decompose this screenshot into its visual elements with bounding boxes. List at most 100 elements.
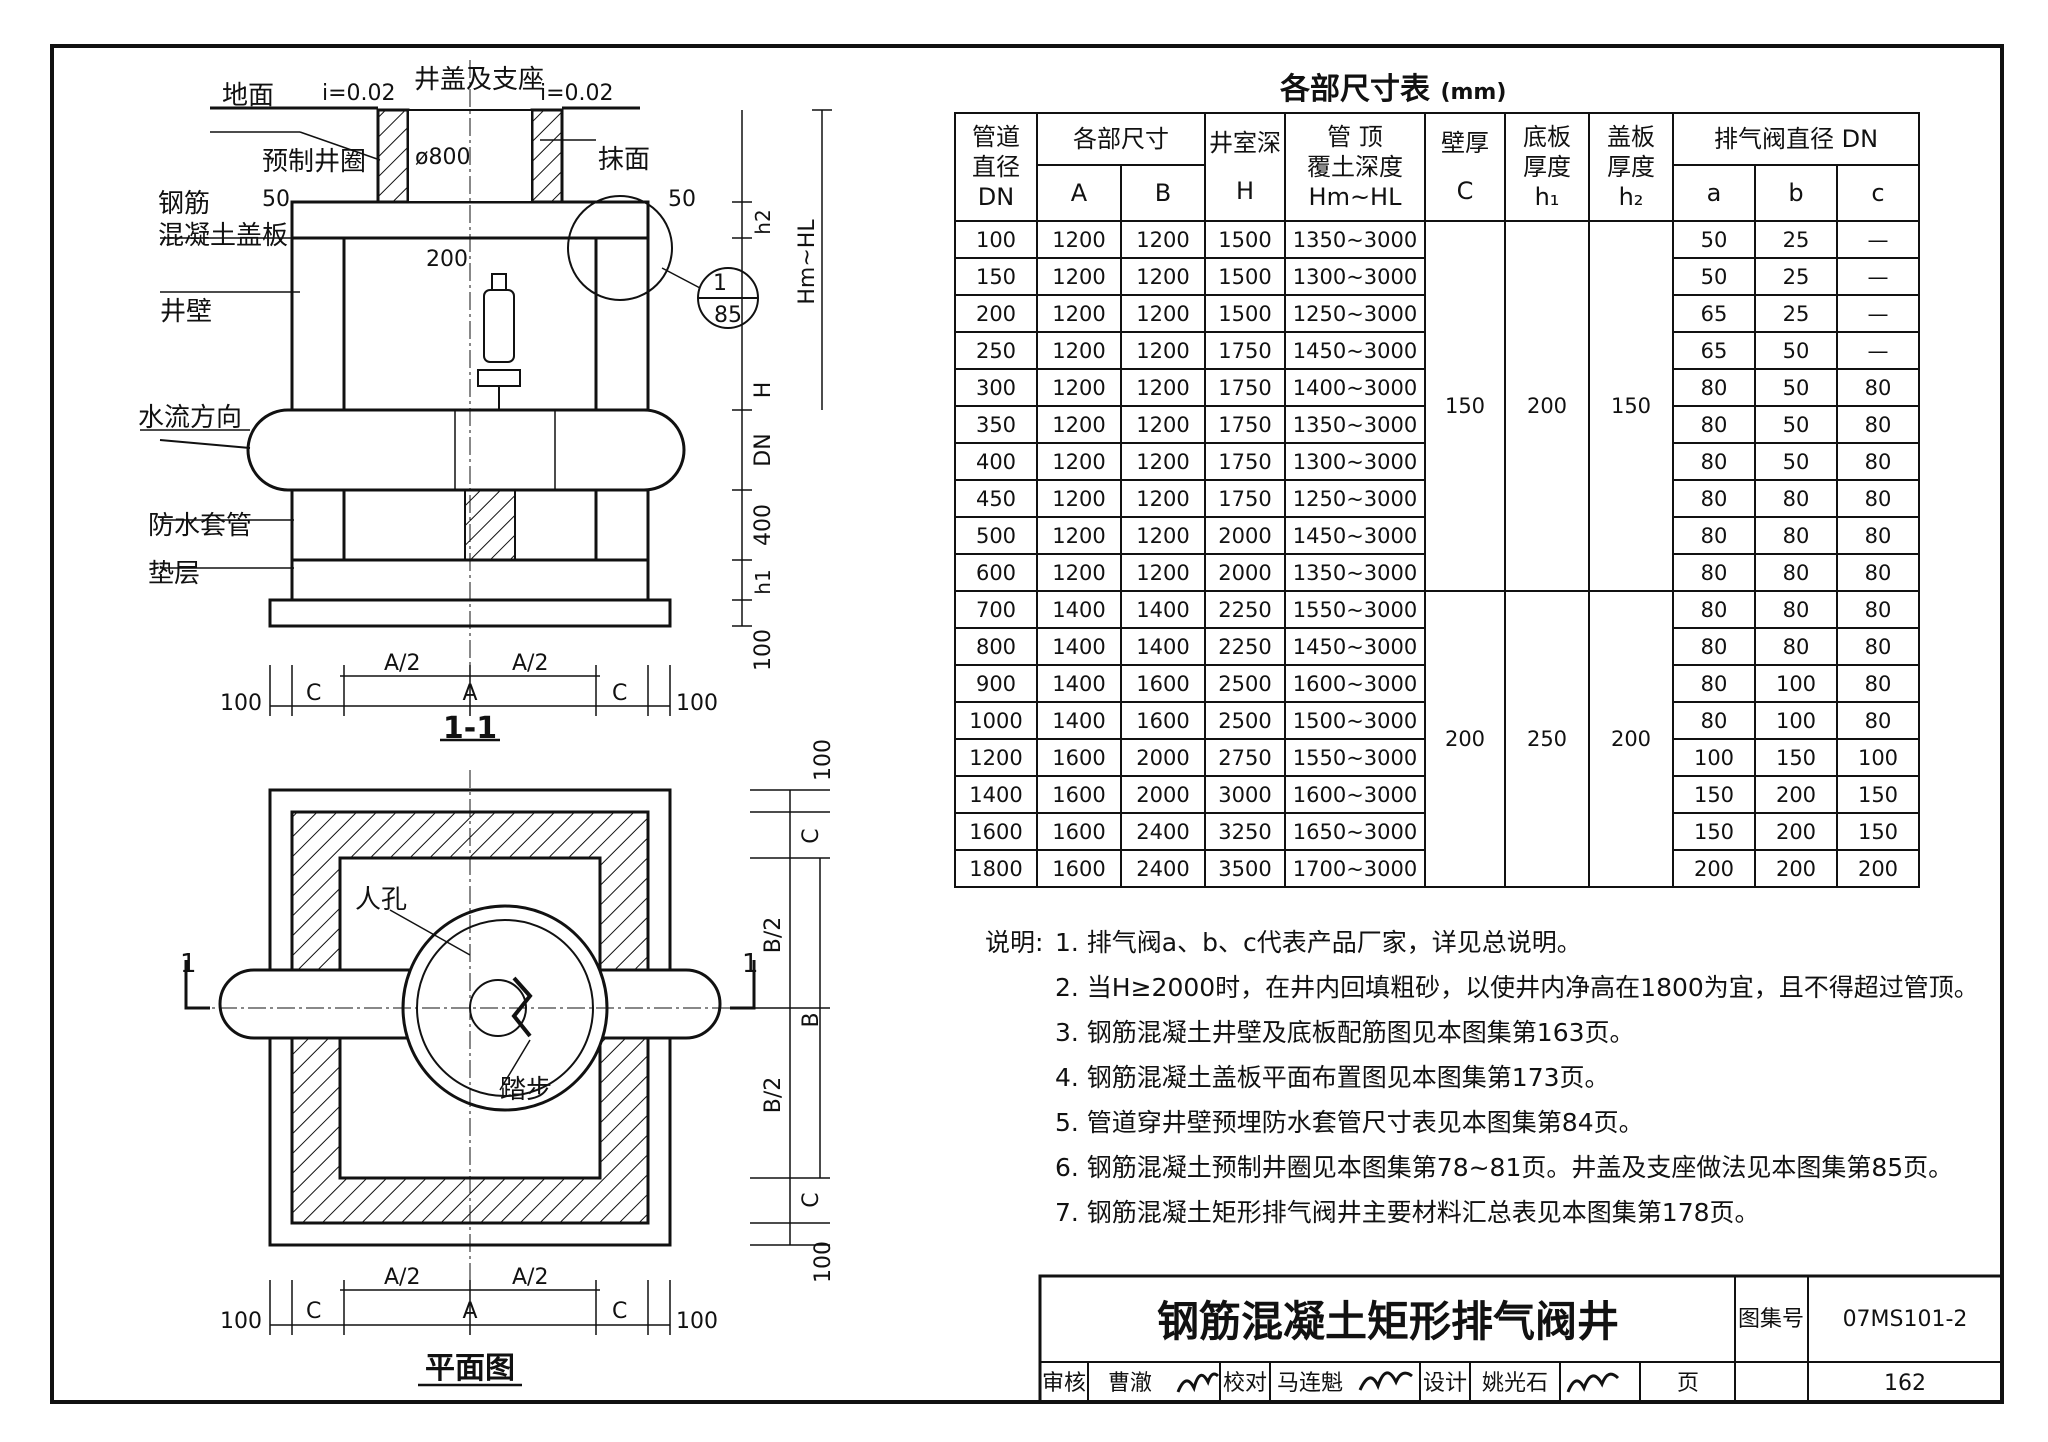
- dim-c-left: C: [306, 681, 321, 706]
- table-cell: 1200: [1036, 257, 1122, 296]
- table-cell: 200: [954, 294, 1038, 333]
- detail-circle: [567, 195, 673, 301]
- pipe-section: [246, 408, 686, 492]
- note-4: 4. 钢筋混凝土盖板平面布置图见本图集第173页。: [1055, 1063, 1610, 1092]
- designer-signature: [1566, 1372, 1620, 1393]
- table-cell: 100: [1754, 701, 1838, 740]
- table-cell: 80: [1672, 590, 1756, 629]
- plan-dim-100-top: 100: [811, 739, 836, 781]
- table-cell: 1450~3000: [1284, 331, 1426, 370]
- dim-100-left: 100: [220, 691, 262, 716]
- sheet-border: [50, 44, 2004, 1404]
- table-cell: 100: [1836, 738, 1920, 777]
- label-opening: ø800: [415, 145, 470, 170]
- table-cell: 2000: [1204, 516, 1286, 555]
- section-view: [140, 60, 832, 742]
- table-cell: 80: [1672, 701, 1756, 740]
- table-cell: 150: [1672, 775, 1756, 814]
- plan-dim-100-left: 100: [220, 1309, 262, 1334]
- table-cell: 3000: [1204, 775, 1286, 814]
- table-cell: 1700~3000: [1284, 849, 1426, 888]
- th-va: a: [1672, 164, 1756, 222]
- table-cell: 80: [1672, 553, 1756, 592]
- label-step: 踏步: [500, 1075, 552, 1105]
- review-label: 审核: [1042, 1371, 1086, 1396]
- th-vc: c: [1836, 164, 1920, 222]
- table-cell: 80: [1754, 553, 1838, 592]
- table-cell: 1350~3000: [1284, 553, 1426, 592]
- table-cell: 80: [1672, 664, 1756, 703]
- table-cell: 1600: [1036, 738, 1122, 777]
- sec-mark-left: 1: [180, 949, 197, 979]
- table-cell: 80: [1672, 627, 1756, 666]
- dim-200: 200: [426, 247, 468, 272]
- dim-a-half-right: A/2: [512, 651, 548, 676]
- label-precast-ring: 预制井圈: [262, 147, 366, 177]
- table-cell: 400: [954, 442, 1038, 481]
- plan-dim-c-right: C: [612, 1299, 627, 1324]
- table-cell: 50: [1672, 220, 1756, 259]
- table-cell: 80: [1836, 664, 1920, 703]
- plan-view: [184, 770, 830, 1387]
- label-rc-cover-2: 混凝土盖板: [158, 221, 288, 251]
- steps-mark: [511, 976, 533, 1038]
- table-cell: 1450~3000: [1284, 627, 1426, 666]
- plan-dim-b-half-top: B/2: [761, 917, 786, 954]
- table-cell: 1300~3000: [1284, 257, 1426, 296]
- label-slope-right: i=0.02: [540, 81, 614, 106]
- plan-dim-b-half-bottom: B/2: [761, 1077, 786, 1114]
- table-cell: 150: [1836, 812, 1920, 851]
- table-cell: 1400: [1036, 627, 1122, 666]
- table-cell: 200: [1754, 849, 1838, 888]
- plan-dim-100-right: 100: [676, 1309, 718, 1334]
- table-cell: 1200: [1120, 331, 1206, 370]
- table-cell: 1750: [1204, 405, 1286, 444]
- table-cell: —: [1836, 257, 1920, 296]
- table-cell: 65: [1672, 331, 1756, 370]
- precast-ring-right: [530, 108, 564, 204]
- table-title-unit: (mm): [1440, 80, 1507, 105]
- table-cell: 1200: [1120, 553, 1206, 592]
- air-valve-flange: [477, 369, 521, 387]
- th-vb: b: [1754, 164, 1838, 222]
- dim-100-side: 100: [751, 629, 776, 671]
- table-cell: 80: [1672, 516, 1756, 555]
- table-cell: 1750: [1204, 442, 1286, 481]
- table-cell: 25: [1754, 294, 1838, 333]
- table-cell: 1200: [1120, 442, 1206, 481]
- note-6: 6. 钢筋混凝土预制井圈见本图集第78~81页。井盖及支座做法见本图集第85页。: [1055, 1153, 1954, 1182]
- dim-h2: h2: [751, 209, 775, 234]
- table-cell: 350: [954, 405, 1038, 444]
- note-3: 3. 钢筋混凝土井壁及底板配筋图见本图集第163页。: [1055, 1018, 1635, 1047]
- table-cell: 80: [1836, 442, 1920, 481]
- dim-dn: DN: [751, 433, 776, 466]
- table-cell: 800: [954, 627, 1038, 666]
- table-cell: 50: [1754, 331, 1838, 370]
- detail-page: 85: [714, 303, 742, 328]
- air-valve-body: [483, 289, 515, 363]
- label-manhole: 人孔: [355, 885, 407, 915]
- sec-mark-right: 1: [742, 949, 759, 979]
- plan-dim-c-top: C: [799, 828, 824, 843]
- table-cell: 1500: [1204, 294, 1286, 333]
- table-cell: 1750: [1204, 479, 1286, 518]
- table-cell: 80: [1836, 479, 1920, 518]
- checker-signature: [1358, 1371, 1413, 1391]
- table-cell: 1400: [1120, 627, 1206, 666]
- table-cell: 250: [954, 331, 1038, 370]
- table-cell: 3500: [1204, 849, 1286, 888]
- page-label: 页: [1677, 1371, 1699, 1396]
- table-cell: 1200: [1036, 368, 1122, 407]
- table-cell: 1200: [1036, 220, 1122, 259]
- table-cell: —: [1836, 220, 1920, 259]
- plan-dim-a: A: [462, 1299, 477, 1324]
- table-cell: 80: [1672, 405, 1756, 444]
